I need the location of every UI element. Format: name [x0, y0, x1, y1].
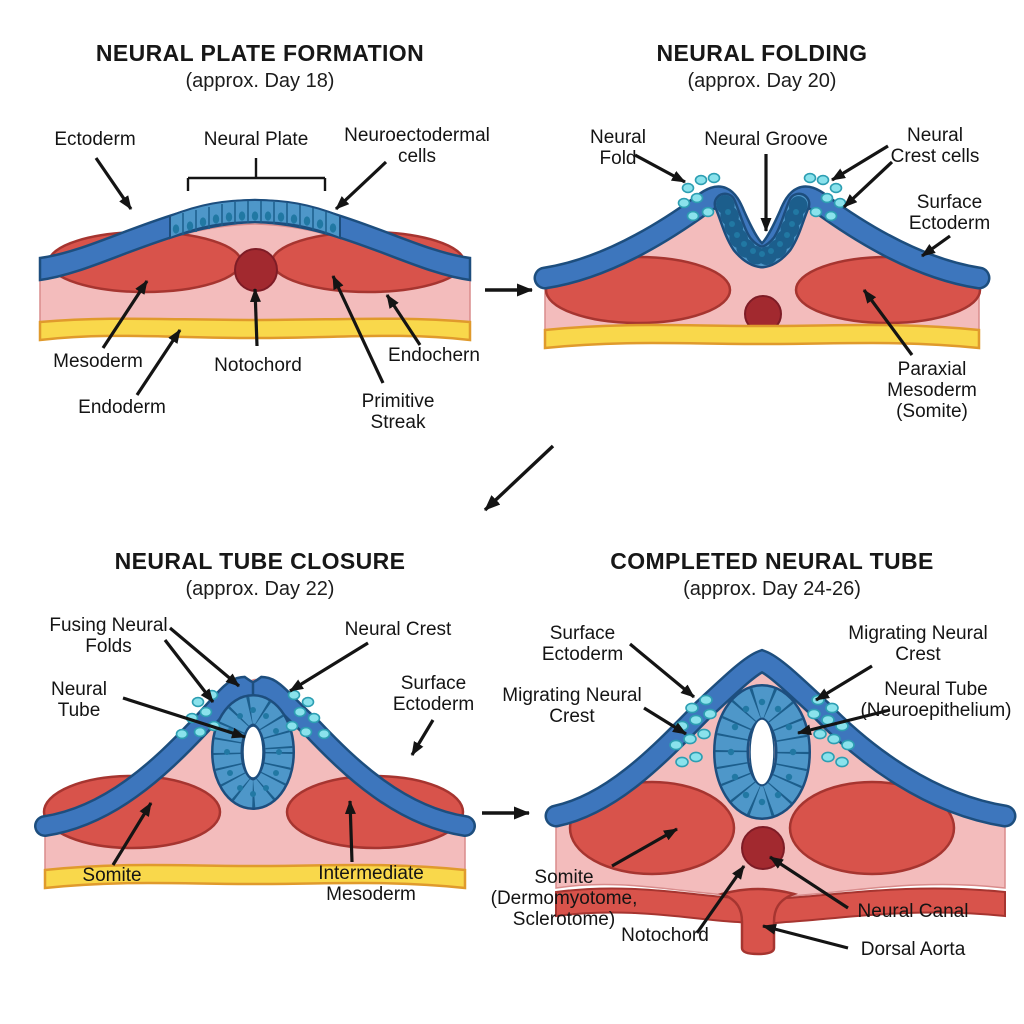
- label-migrating-neural-crest-left: Migrating Neural Crest: [502, 685, 642, 727]
- label-surface-ectoderm: Surface Ectoderm: [392, 673, 475, 715]
- panel4-label-arrows: [611, 642, 891, 950]
- panel3-label-arrows: [111, 626, 435, 866]
- label-neural-crest-cells: Neural Crest cells: [890, 125, 980, 167]
- diagram-neural-plate-formation: [38, 157, 472, 396]
- label-somite: Somite: [82, 865, 142, 886]
- label-neuroectodermal-cells: Neuroectodermal cells: [344, 125, 490, 167]
- label-endoderm: Endoderm: [78, 397, 166, 418]
- label-mesoderm: Mesoderm: [53, 351, 143, 372]
- panel3-subtitle: (approx. Day 22): [185, 578, 335, 600]
- label-endochern: Endochern: [388, 345, 480, 366]
- label-ectoderm: Ectoderm: [54, 129, 136, 150]
- surface-ectoderm-dome: [544, 648, 1017, 828]
- label-neural-tube: Neural Tube: [51, 679, 107, 721]
- neural-groove-cell-nuclei: [725, 209, 799, 257]
- label-neural-tube-neuroepithelium: Neural Tube (Neuroepithelium): [860, 679, 1012, 721]
- panel1-title: NEURAL PLATE FORMATION: [95, 40, 425, 66]
- label-dorsal-aorta: Dorsal Aorta: [860, 939, 966, 960]
- label-notochord: Notochord: [214, 355, 302, 376]
- panel-completed-neural-tube: COMPLETED NEURAL TUBE (approx. Day 24-26…: [460, 540, 1024, 1024]
- panel4-title: COMPLETED NEURAL TUBE: [610, 548, 934, 574]
- label-neural-crest: Neural Crest: [344, 619, 452, 640]
- panel2-subtitle: (approx. Day 20): [687, 70, 837, 92]
- label-somite-dermomyotome-sclerotome: Somite (Dermomyotome, Sclerotome): [490, 867, 638, 930]
- label-neural-canal: Neural Canal: [857, 901, 969, 922]
- flow-arrow-diagonal-icon: [483, 444, 555, 512]
- neural-tube-ring: [713, 684, 811, 820]
- label-notochord: Notochord: [621, 925, 709, 946]
- label-neural-groove: Neural Groove: [704, 129, 828, 150]
- diagram-neural-tube-closure: [34, 626, 476, 890]
- endoderm-layer: [43, 863, 467, 890]
- panel1-subtitle: (approx. Day 18): [185, 70, 335, 92]
- panel-neural-plate-formation: NEURAL PLATE FORMATION (approx. Day 18): [20, 30, 500, 470]
- label-surface-ectoderm: Surface Ectoderm: [908, 192, 991, 234]
- label-paraxial-mesoderm: Paraxial Mesoderm (Somite): [887, 359, 977, 422]
- neural-canal-lumen: [749, 718, 775, 786]
- panel3-title: NEURAL TUBE CLOSURE: [114, 548, 406, 574]
- panel2-title: NEURAL FOLDING: [656, 40, 868, 66]
- neural-crest-cells: [677, 172, 847, 222]
- diagram-completed-neural-tube: [544, 642, 1017, 956]
- panel-neural-folding: NEURAL FOLDING (approx. Day 20): [520, 30, 1004, 470]
- flow-arrow-bottom-icon: [482, 806, 530, 820]
- neural-plate-bracket: [186, 158, 327, 191]
- mesoderm-blobs: [42, 774, 465, 850]
- neural-plate-cells: [169, 198, 341, 240]
- diagram-neural-folding: [533, 144, 991, 356]
- label-intermediate-mesoderm: Intermediate Mesoderm: [318, 863, 424, 905]
- label-primitive-streak: Primitive Streak: [361, 391, 435, 433]
- label-migrating-neural-crest-right: Migrating Neural Crest: [848, 623, 988, 665]
- flow-arrow-top-icon: [485, 283, 533, 297]
- panel-neural-tube-closure: NEURAL TUBE CLOSURE (approx. Day 22): [20, 540, 500, 980]
- panel1-label-arrows: [94, 157, 422, 396]
- label-surface-ectoderm: Surface Ectoderm: [541, 623, 624, 665]
- label-neural-plate: Neural Plate: [203, 129, 309, 150]
- dorsal-aorta-vessel: [717, 887, 799, 956]
- neural-tube-ring: [211, 694, 295, 810]
- neural-tube-lumen: [242, 725, 264, 779]
- notochord-circle: [234, 248, 278, 292]
- label-fusing-neural-folds: Fusing Neural Folds: [49, 615, 168, 657]
- panel2-label-arrows: [634, 144, 951, 356]
- panel4-subtitle: (approx. Day 24-26): [683, 578, 861, 600]
- endoderm-layer: [543, 323, 981, 350]
- label-neural-fold: Neural Fold: [590, 127, 646, 169]
